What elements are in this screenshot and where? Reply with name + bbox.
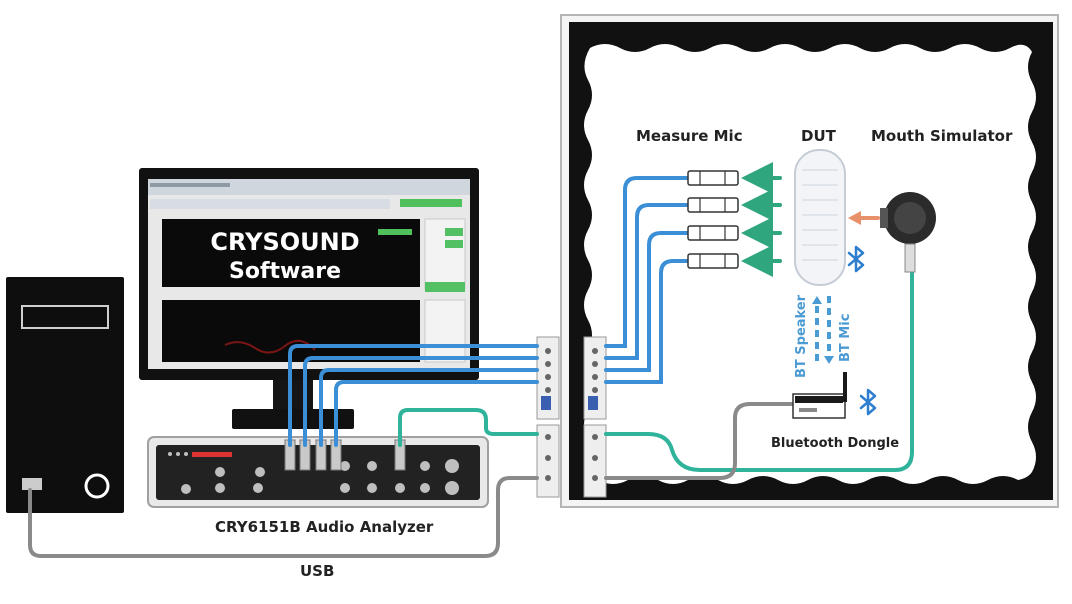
mouth-simulator-device — [880, 192, 936, 273]
mouth-simulator-cables — [398, 270, 914, 472]
usb-label: USB — [300, 562, 335, 580]
analyzer-label: CRY6151B Audio Analyzer — [215, 518, 434, 536]
sound-arrows — [741, 162, 782, 277]
power-button-icon — [84, 473, 110, 499]
bluetooth-dongle-label: Bluetooth Dongle — [771, 436, 900, 451]
mouth-simulator-label: Mouth Simulator — [871, 127, 1013, 145]
speaker-arrow-icon — [812, 296, 822, 361]
patch-panel-inner — [583, 336, 607, 498]
pc-tower — [6, 277, 124, 513]
bluetooth-icon — [859, 388, 877, 416]
test-box — [560, 14, 1059, 508]
monitor — [139, 168, 479, 429]
bt-speaker-label: BT Speaker — [794, 294, 809, 378]
measure-mics — [687, 170, 739, 269]
usb-port — [22, 478, 42, 490]
bt-mic-label: BT Mic — [838, 313, 853, 362]
software-brand-line2: Software — [229, 259, 341, 284]
audio-analyzer — [147, 436, 489, 508]
dut-device — [794, 149, 846, 286]
gray-cables — [28, 402, 797, 558]
dut-label: DUT — [801, 127, 836, 145]
mic-cables-outside — [288, 344, 539, 447]
bluetooth-icon — [847, 245, 865, 273]
measure-mic-label: Measure Mic — [636, 127, 743, 145]
patch-panel-outer — [536, 336, 560, 498]
mic-cables-inside — [604, 176, 690, 384]
bluetooth-dongle-device — [792, 372, 847, 419]
software-brand-line1: CRYSOUND — [210, 228, 360, 256]
mic-arrow-icon — [824, 296, 834, 364]
